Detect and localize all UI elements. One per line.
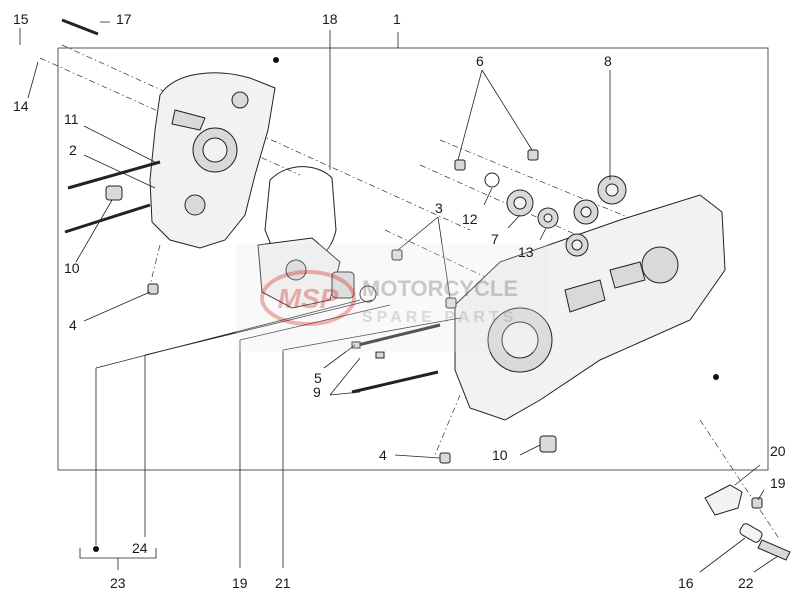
callout-20: 20 bbox=[770, 443, 786, 459]
callout-4b: 4 bbox=[379, 447, 387, 463]
leader-lines bbox=[19, 21, 779, 573]
callout-3: 3 bbox=[435, 200, 443, 216]
bracket-assembly bbox=[93, 484, 791, 561]
callout-23: 23 bbox=[110, 575, 126, 591]
callout-6: 6 bbox=[476, 53, 484, 69]
callout-16: 16 bbox=[678, 575, 694, 591]
callout-5: 5 bbox=[314, 370, 322, 386]
callout-18: 18 bbox=[322, 11, 338, 27]
watermark: MSP MOTORCYCLE SPARE PARTS bbox=[236, 244, 548, 352]
watermark-brand-line2: SPARE PARTS bbox=[362, 309, 517, 326]
watermark-band bbox=[236, 244, 548, 352]
callout-2: 2 bbox=[69, 142, 77, 158]
callout-11: 11 bbox=[64, 111, 79, 127]
callout-7: 7 bbox=[491, 231, 499, 247]
callout-12: 12 bbox=[462, 211, 478, 227]
watermark-brand-line1: MOTORCYCLE bbox=[362, 276, 518, 301]
callout-1: 1 bbox=[393, 11, 401, 27]
callout-21: 21 bbox=[275, 575, 291, 591]
bearings-and-small-parts bbox=[147, 149, 627, 464]
watermark-logo-text: MSP bbox=[278, 283, 339, 314]
left-crankcase-half bbox=[149, 57, 279, 249]
watermark-logo-oval bbox=[260, 270, 356, 326]
callout-17: 17 bbox=[116, 11, 132, 27]
callout-15: 15 bbox=[13, 11, 29, 27]
callout-19b: 19 bbox=[232, 575, 248, 591]
right-crankcase-half bbox=[454, 194, 726, 421]
callout-labels: 1 2 3 4 4 5 6 7 8 9 10 10 11 12 13 14 15… bbox=[13, 11, 786, 591]
studs-left bbox=[61, 18, 161, 234]
callout-10b: 10 bbox=[492, 447, 508, 463]
callout-9: 9 bbox=[313, 384, 321, 400]
callout-4a: 4 bbox=[69, 317, 77, 333]
callout-10a: 10 bbox=[64, 260, 80, 276]
callout-13: 13 bbox=[518, 244, 534, 260]
callout-22: 22 bbox=[738, 575, 754, 591]
callout-24: 24 bbox=[132, 540, 148, 556]
callout-8: 8 bbox=[604, 53, 612, 69]
pump-cover bbox=[257, 237, 377, 309]
assembly-frame bbox=[57, 32, 769, 471]
callout-14: 14 bbox=[13, 98, 29, 114]
callout-19a: 19 bbox=[770, 475, 786, 491]
